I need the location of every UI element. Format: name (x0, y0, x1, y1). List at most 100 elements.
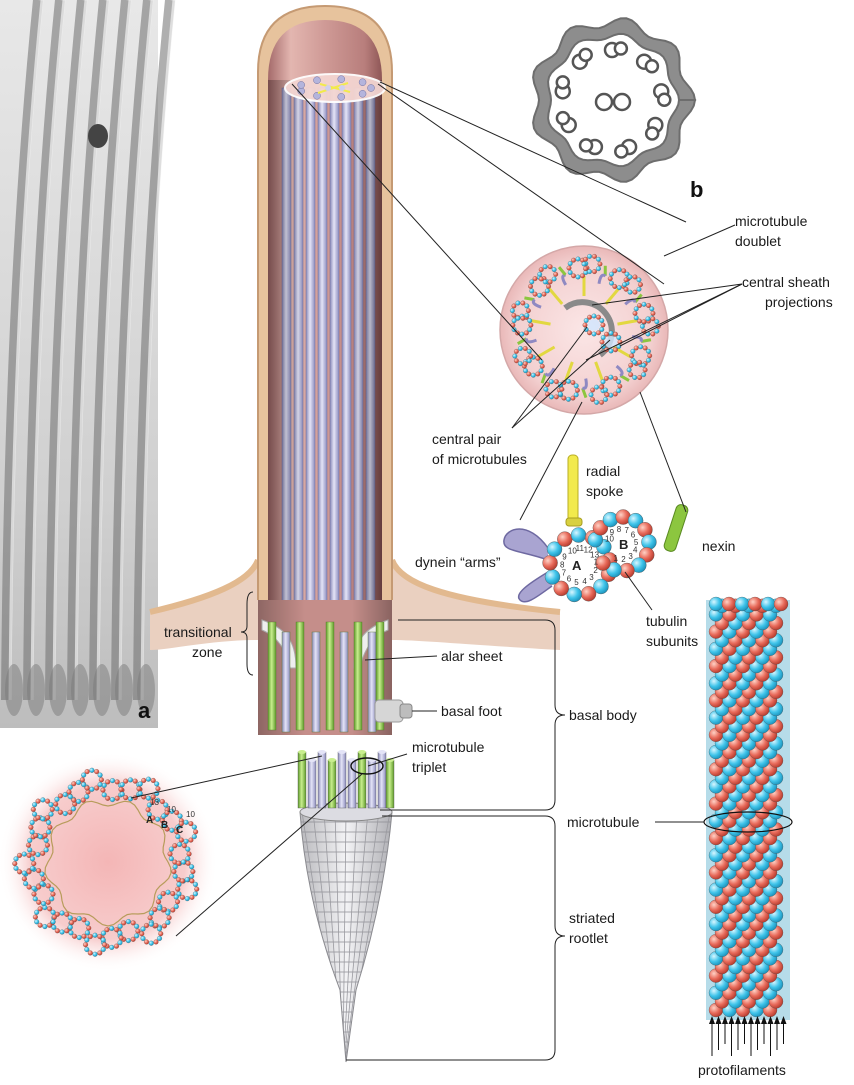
dynein-mark (544, 367, 556, 377)
triplet-tubulin-bead (183, 819, 189, 825)
dynein-mark (624, 298, 637, 306)
doublet-bead (571, 273, 576, 279)
rootlet-fiber (342, 812, 347, 1062)
doublet-bead (528, 283, 533, 289)
micrograph-streak-highlight (8, 0, 44, 701)
triplet-tubulin-bead (105, 795, 111, 801)
em-doublet (614, 144, 629, 159)
triplet-tubulin-bead (84, 785, 90, 791)
tubule-a-bead (570, 527, 587, 543)
doublet-bead (561, 395, 567, 401)
triplet-tubulin-bead (157, 894, 163, 900)
protofilament-arrowhead (735, 1016, 741, 1024)
rootlet-fiber (344, 812, 380, 1062)
doublet-bead (575, 274, 581, 280)
triplet-tubulin-bead (109, 797, 115, 803)
micrograph-streak-highlight (52, 0, 88, 701)
triplet-tubulin-bead (194, 886, 200, 892)
doublet-bead (633, 315, 639, 321)
triplet-tubulin-bead (98, 777, 104, 783)
triplet-tubulin-bead (54, 928, 60, 934)
triplet-tubulin-bead (175, 886, 181, 892)
tubulin-subunit-top (734, 596, 750, 612)
doublet-bead (592, 253, 597, 259)
doublet-bead (551, 267, 557, 273)
triplet-tubulin-bead (188, 821, 194, 827)
micrograph-streak (67, 0, 109, 701)
doublet-bead (524, 312, 530, 318)
triplet-rod-tip (338, 750, 346, 754)
doublet-bead (528, 322, 534, 328)
triplet-tubulin-bead (118, 786, 124, 792)
tubule-a-label: A (572, 558, 582, 573)
triplet-tubulin-bead (119, 782, 125, 788)
triplet-tubulin-bead (43, 847, 49, 853)
doublet-bead (545, 382, 550, 388)
triplet-tubulin-bead (176, 881, 182, 887)
triplet-tubulin-bead (153, 922, 159, 929)
basal-body-rod (325, 621, 335, 731)
radial-spoke-line (617, 319, 638, 326)
triplet-tubulin-bead (35, 798, 41, 804)
triplet-tubulin-bead (34, 909, 40, 915)
triplet-tubulin-bead (49, 886, 55, 892)
doublet-bead (520, 315, 526, 321)
triplet-tubulin-bead (178, 837, 184, 843)
doublet-bead (617, 383, 623, 389)
triplet-tubulin-bead (76, 798, 82, 804)
triplet-rod-tip (378, 750, 386, 754)
doublet-bead (623, 277, 629, 283)
triplet-tubulin-bead (89, 767, 95, 773)
triplet-tubulin-bead (174, 810, 180, 816)
basal-body-shadow (115, 664, 133, 716)
triplet-rod-tip (358, 750, 366, 754)
doublet-bead (522, 346, 528, 351)
triplet-letter-c: C (176, 825, 183, 836)
bracket-transitional-zone (240, 591, 254, 676)
basal-body-rod (375, 621, 385, 731)
triplet-tubulin-bead (29, 829, 35, 835)
doublet-bead (607, 276, 613, 282)
tubule-a-bead (593, 578, 609, 595)
triplet-tubulin-bead (42, 832, 48, 839)
dynein-outer-arm (503, 528, 549, 561)
doublet-bead (596, 266, 601, 272)
micrograph-panel-a: a (0, 0, 176, 728)
triplet-tubulin-bead (40, 797, 46, 803)
triplet-tubulin-bead (105, 779, 111, 785)
doublet-bead (630, 348, 636, 354)
central-tip (339, 85, 345, 91)
basal-body-rod (267, 621, 277, 731)
triplet-tubulin-bead (62, 811, 68, 817)
triplet-tubulin-bead (172, 864, 178, 870)
label-dynein: dynein “arms” (415, 554, 501, 570)
leader-central-2 (511, 339, 611, 429)
doublet-bead (551, 276, 557, 282)
triplet-linker (44, 800, 172, 927)
doublet-bead (524, 303, 530, 309)
triplet-tubulin-bead (27, 847, 33, 853)
doublet-bead (544, 288, 550, 294)
triplet-tubulin-bead (31, 885, 37, 891)
triplet-tubulin-bead (141, 777, 147, 783)
triplet-tubulin-bead (185, 860, 191, 866)
triplet-tubulin-bead (86, 925, 92, 931)
doublet-bead (535, 371, 541, 377)
dynein-mark (525, 338, 537, 344)
label-transitional-1: transitional (164, 624, 232, 640)
em-doublet (578, 138, 594, 153)
radial-spoke-line (536, 345, 556, 359)
triplet-rod-tip (318, 750, 326, 754)
doublet-bead (538, 276, 544, 282)
shaft-shading (268, 80, 382, 620)
triplet-tubulin-bead (70, 806, 76, 812)
doublet-bead (587, 253, 592, 259)
tubule-a-number: 12 (584, 545, 593, 554)
doublet-bead (527, 327, 533, 333)
basal-body-rod (311, 631, 321, 733)
doublet-bead (573, 383, 579, 389)
triplet-tubulin-bead (97, 772, 103, 778)
doublet-bead (523, 330, 529, 336)
doublet-bead (590, 397, 596, 402)
triplet-tubulin-bead (36, 899, 42, 905)
